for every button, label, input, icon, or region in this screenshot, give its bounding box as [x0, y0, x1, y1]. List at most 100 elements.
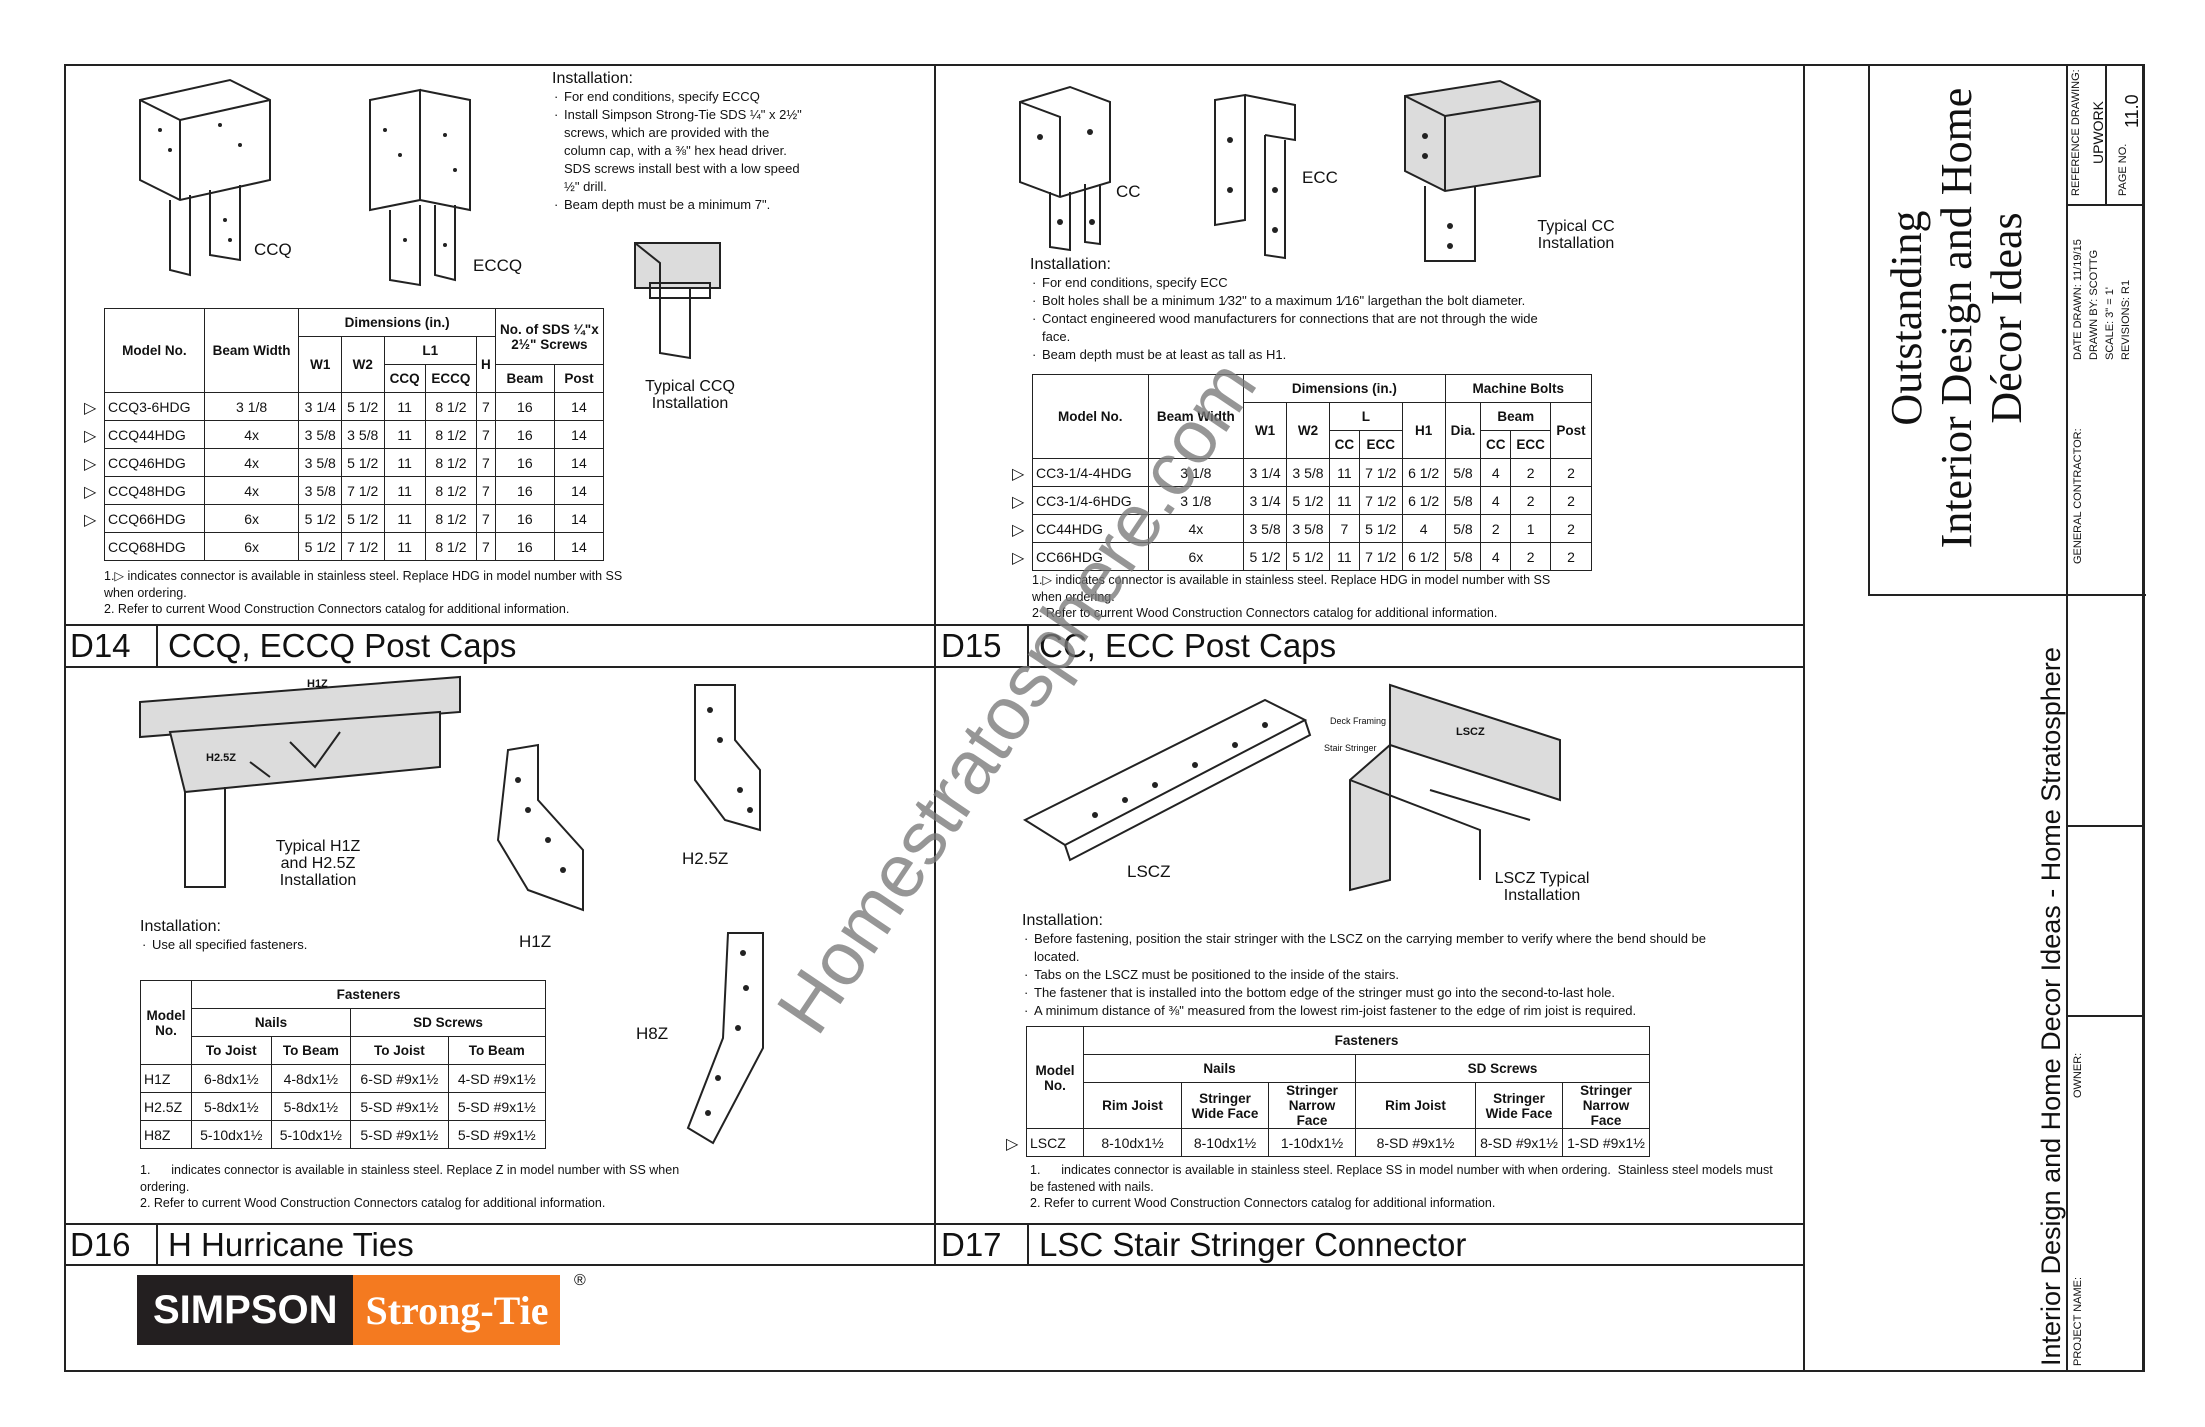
d15-install-note: Beam depth must be at least as tall as H… — [1032, 346, 1550, 364]
d14-table-cell: 4x — [203, 476, 300, 505]
d14-model-cell: CCQ3-6HDG — [104, 392, 205, 421]
d16-header-sd: SD Screws — [350, 1008, 546, 1037]
d17-table-cell: 8-SD #9x1½ — [1355, 1128, 1476, 1157]
d14-header-screws: No. of SDS ¼"x 2½" Screws — [494, 308, 605, 365]
d14-header-dimensions: Dimensions (in.) — [298, 308, 496, 337]
d14-table-cell: 8 1/2 — [424, 504, 478, 533]
stainless-steel-marker-icon: ▷ — [1012, 465, 1025, 483]
d15-header-h1: H1 — [1401, 402, 1446, 459]
d15-table-cell: 3 1/8 — [1147, 486, 1245, 515]
d14-header-w1: W1 — [298, 336, 342, 393]
d15-header-dimensions: Dimensions (in.) — [1243, 374, 1446, 403]
tb-line-1 — [1868, 64, 1870, 594]
d15-table-cell: 11 — [1328, 542, 1360, 571]
d14-table-cell: 3 5/8 — [298, 420, 342, 449]
label-cc: CC — [1116, 182, 1141, 201]
d15-header-beam-ecc: ECC — [1510, 430, 1552, 459]
typical-ccq-drawing — [634, 242, 721, 360]
d14-installation: Installation: For end conditions, specif… — [552, 70, 812, 214]
d14-header-h: H — [476, 336, 496, 393]
stainless-steel-marker-icon: ▷ — [84, 483, 97, 501]
d14-table-cell: 11 — [383, 504, 426, 533]
d15-table-cell: 3 5/8 — [1286, 514, 1330, 543]
tb-line-8 — [2066, 1015, 2144, 1017]
d15-title: CC, ECC Post Caps — [1039, 627, 1337, 664]
d14-table-cell: 4x — [203, 448, 300, 477]
d14-table-cell: 5 1/2 — [340, 392, 385, 421]
d14-table-cell: 7 — [476, 448, 496, 477]
label-h25z: H2.5Z — [682, 849, 729, 868]
d14-table-cell: 7 1/2 — [340, 476, 385, 505]
d14-table-cell: 3 5/8 — [298, 476, 342, 505]
d16-title-bar: D16 H Hurricane Ties — [64, 1224, 414, 1266]
callout-deck-framing: Deck Framing — [1330, 716, 1387, 726]
d15-table-cell: 2 — [1550, 542, 1592, 571]
label-eccq: ECCQ — [473, 256, 523, 275]
d16-installation-heading: Installation: — [140, 918, 221, 935]
stainless-steel-marker-icon: ▷ — [1006, 1135, 1019, 1153]
d16-footnote-1: 1. indicates connector is available in s… — [140, 1163, 683, 1194]
d17-table-cell: 8-SD #9x1½ — [1475, 1128, 1563, 1157]
label-typical-h1z: Typical H1Z and H2.5Z Installation — [275, 838, 361, 889]
d14-table-cell: 6x — [203, 504, 300, 533]
stainless-steel-marker-icon: ▷ — [1012, 493, 1025, 511]
d17-footnote-1: 1. indicates connector is available in s… — [1030, 1163, 1777, 1194]
d14-table-cell: 8 1/2 — [424, 420, 478, 449]
stainless-steel-marker-icon: ▷ — [84, 511, 97, 529]
d17-install-note: A minimum distance of ⅜" measured from t… — [1024, 1002, 1742, 1020]
d14-install-note: For end conditions, specify ECCQ — [554, 88, 812, 106]
d16-table-cell: 5-SD #9x1½ — [350, 1120, 449, 1149]
d15-table-cell: 1 — [1510, 514, 1552, 543]
d15-header-cc: CC — [1328, 430, 1360, 459]
d14-table-cell: 3 5/8 — [340, 420, 385, 449]
stainless-steel-marker-icon: ▷ — [84, 427, 97, 445]
callout-h25z: H2.5Z — [206, 752, 236, 764]
d15-table-cell: 2 — [1480, 514, 1512, 543]
d17-table-cell: 8-10dx1½ — [1083, 1128, 1182, 1157]
d14-table-cell: 5 1/2 — [298, 504, 342, 533]
d17-header-sd-narrow: Stringer Narrow Face — [1562, 1082, 1650, 1129]
d15-table-cell: 4x — [1147, 514, 1245, 543]
d16-title: H Hurricane Ties — [168, 1226, 414, 1263]
d15-install-note: Bolt holes shall be a minimum 1⁄32" to a… — [1032, 292, 1550, 310]
d14-table-cell: 5 1/2 — [340, 448, 385, 477]
d16-code: D16 — [64, 1224, 158, 1266]
d15-table: Model No. Beam Width Dimensions (in.) Ma… — [1032, 374, 1593, 571]
divider-bottom — [64, 1223, 1804, 1225]
d16-table-cell: 4-SD #9x1½ — [447, 1064, 547, 1093]
tb-reference-drawing: REFERENCE DRAWING: — [2070, 69, 2082, 196]
d15-title-bar: D15 CC, ECC Post Caps — [935, 625, 1336, 667]
eccq-drawing — [369, 88, 471, 287]
d16-table: Model No. Fasteners Nails SD Screws To J… — [140, 980, 547, 1149]
d14-title: CCQ, ECCQ Post Caps — [168, 627, 517, 664]
d15-table-cell: 6x — [1147, 542, 1245, 571]
d15-installation: Installation: For end conditions, specif… — [1030, 256, 1550, 364]
d14-model-cell: CCQ68HDG — [104, 532, 205, 561]
d17-header-sd: SD Screws — [1355, 1054, 1650, 1083]
d14-table-cell: 16 — [494, 476, 555, 505]
d15-table-cell: 3 5/8 — [1243, 514, 1288, 543]
d14-table-cell: 6x — [203, 532, 300, 561]
logo-strong-tie: Strong-Tie — [353, 1275, 561, 1345]
h25z-drawing — [694, 684, 761, 832]
d14-table: Model No. Beam Width Dimensions (in.) No… — [104, 308, 605, 561]
d16-table-cell: 5-10dx1½ — [191, 1120, 272, 1149]
d14-footnote-2: 2. Refer to current Wood Construction Co… — [104, 602, 570, 616]
tb-date-drawn: DATE DRAWN: 11/19/15 — [2072, 239, 2084, 360]
stainless-steel-marker-icon: ▷ — [1012, 521, 1025, 539]
tb-line-9 — [2105, 64, 2107, 204]
d15-table-cell: 2 — [1510, 542, 1552, 571]
d15-table-cell: 5 1/2 — [1286, 486, 1330, 515]
d15-header-beam-cc: CC — [1480, 430, 1512, 459]
d16-table-cell: 5-SD #9x1½ — [447, 1092, 547, 1121]
simpson-strong-tie-logo: SIMPSON Strong-Tie — [137, 1275, 561, 1345]
stainless-steel-marker-icon: ▷ — [1012, 549, 1025, 567]
tb-project-name-label: PROJECT NAME: — [2072, 1276, 2084, 1366]
d15-table-cell: 7 1/2 — [1358, 542, 1403, 571]
